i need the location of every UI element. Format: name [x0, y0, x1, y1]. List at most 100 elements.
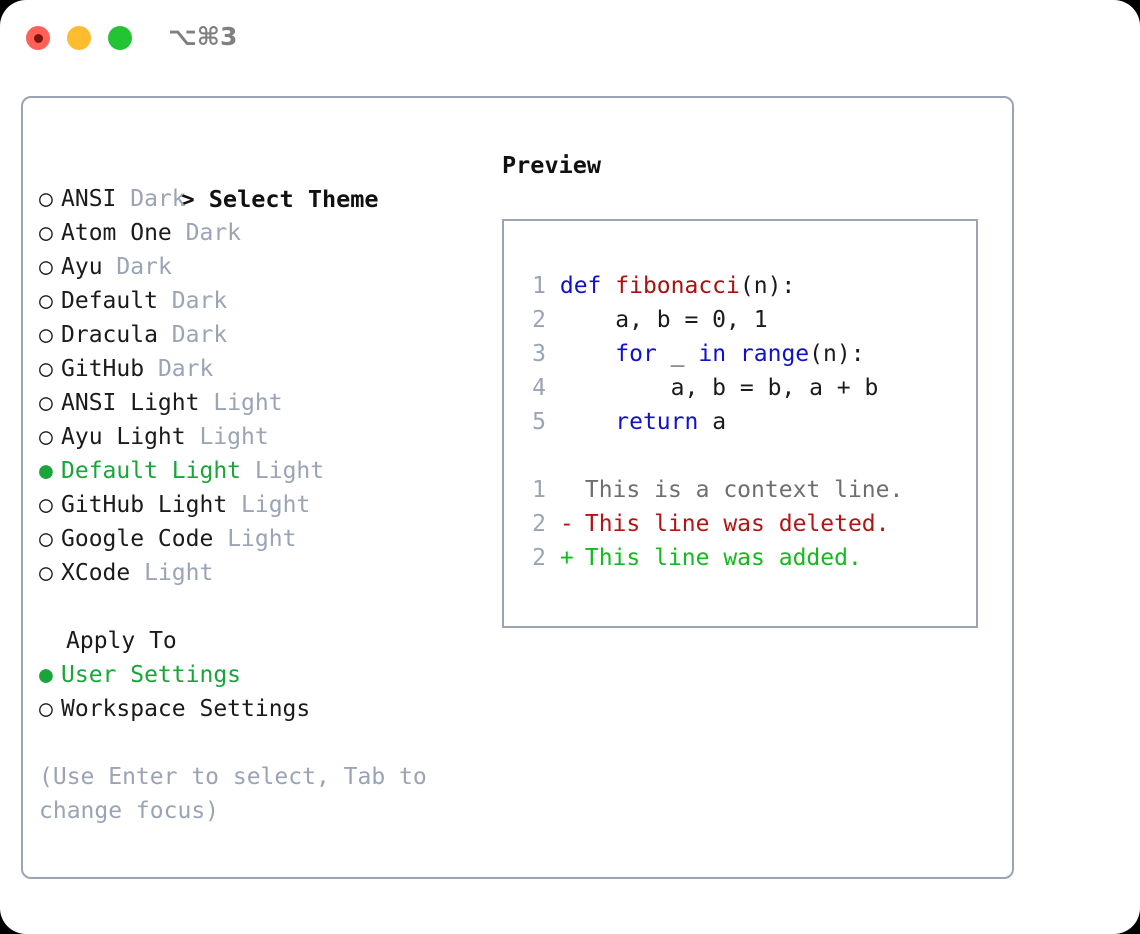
diff-text: This line was deleted.: [584, 511, 890, 537]
maximize-button[interactable]: [108, 26, 132, 50]
diff-gutter-gap: [546, 511, 560, 537]
apply-to-label: User Settings: [61, 662, 242, 688]
code-token: [726, 341, 740, 367]
code-token: [560, 341, 615, 367]
diff-line-add: 2 + This line was added.: [521, 541, 970, 575]
gutter-gap: [546, 409, 560, 435]
theme-name: Atom One: [61, 220, 172, 246]
radio-unselected-icon: ○: [39, 220, 67, 246]
theme-variant-badge: Dark: [157, 356, 214, 382]
diff-line-number: 2: [532, 545, 546, 571]
theme-gap: [103, 254, 117, 280]
gutter-gap: [546, 341, 560, 367]
theme-name: Default Light: [61, 458, 242, 484]
radio-selected-icon: ●: [39, 458, 67, 484]
theme-variant-badge: Light: [227, 526, 297, 552]
code-token: for: [615, 341, 657, 367]
theme-option-ayu-light[interactable]: ○ Ayu Light Light: [39, 420, 489, 454]
minimize-button[interactable]: [67, 26, 91, 50]
traffic-lights: [26, 26, 132, 50]
window-title: ⌥⌘3: [168, 22, 238, 51]
radio-unselected-icon: ○: [39, 390, 67, 416]
theme-option-ansi[interactable]: ○ ANSI Dark: [39, 182, 489, 216]
select-theme-label: Select Theme: [208, 185, 379, 213]
code-token: return: [615, 409, 699, 435]
theme-name: Ayu Light: [61, 424, 186, 450]
radio-unselected-icon: ○: [39, 526, 67, 552]
theme-variant-badge: Light: [144, 560, 214, 586]
apply-to-option-workspace-settings[interactable]: ○ Workspace Settings: [39, 692, 489, 726]
preview-title: Preview: [502, 151, 602, 179]
radio-unselected-icon: ○: [39, 322, 67, 348]
gutter-gap: [546, 273, 560, 299]
theme-option-xcode[interactable]: ○ XCode Light: [39, 556, 489, 590]
diff-text: This is a context line.: [584, 477, 904, 503]
code-token: (n):: [739, 273, 796, 299]
theme-option-google-code[interactable]: ○ Google Code Light: [39, 522, 489, 556]
theme-option-dracula[interactable]: ○ Dracula Dark: [39, 318, 489, 352]
theme-variant-badge: Light: [241, 492, 311, 518]
radio-unselected-icon: ○: [39, 288, 67, 314]
code-line: 1 def fibonacci(n):: [521, 269, 970, 303]
apply-to-label: Workspace Settings: [61, 696, 311, 722]
radio-unselected-icon: ○: [39, 424, 67, 450]
close-button[interactable]: [26, 26, 50, 50]
theme-gap: [241, 458, 255, 484]
theme-name: ANSI: [61, 186, 117, 212]
theme-option-github[interactable]: ○ GitHub Dark: [39, 352, 489, 386]
apply-to-heading: Apply To: [66, 628, 177, 654]
line-number: 5: [532, 409, 546, 435]
apply-to-list: ● User Settings○ Workspace Settings: [39, 658, 489, 726]
select-theme-heading: > Select Theme: [39, 148, 489, 213]
theme-variant-badge: Dark: [116, 254, 172, 280]
diff-line-ctx: 1 This is a context line.: [521, 473, 970, 507]
theme-option-ayu[interactable]: ○ Ayu Dark: [39, 250, 489, 284]
diff-text: This line was added.: [584, 545, 862, 571]
theme-gap: [172, 220, 186, 246]
theme-gap: [199, 390, 213, 416]
theme-gap: [158, 322, 172, 348]
list-spacer: [39, 590, 489, 624]
diff-line-del: 2 - This line was deleted.: [521, 507, 970, 541]
theme-name: GitHub: [61, 356, 145, 382]
theme-list: ○ ANSI Dark○ Atom One Dark○ Ayu Dark○ De…: [39, 182, 489, 590]
code-token: (n):: [809, 341, 865, 367]
code-line: 5 return a: [521, 405, 970, 439]
gutter-gap: [546, 307, 560, 333]
radio-unselected-icon: ○: [39, 186, 67, 212]
theme-option-default[interactable]: ○ Default Dark: [39, 284, 489, 318]
theme-picker-panel: > Select Theme ○ ANSI Dark○ Atom One Dar…: [21, 96, 1014, 879]
theme-variant-badge: Light: [254, 458, 325, 484]
radio-unselected-icon: ○: [39, 560, 67, 586]
radio-unselected-icon: ○: [39, 356, 67, 382]
theme-name: Default: [61, 288, 158, 314]
radio-unselected-icon: ○: [39, 696, 67, 722]
theme-option-atom-one[interactable]: ○ Atom One Dark: [39, 216, 489, 250]
theme-name: GitHub Light: [61, 492, 228, 518]
apply-to-option-user-settings[interactable]: ● User Settings: [39, 658, 489, 692]
theme-variant-badge: Light: [213, 390, 283, 416]
theme-variant-badge: Dark: [185, 220, 242, 246]
code-line: 4 a, b = b, a + b: [521, 371, 970, 405]
radio-unselected-icon: ○: [39, 492, 67, 518]
theme-name: ANSI Light: [61, 390, 200, 416]
code-token: def: [559, 273, 616, 299]
theme-variant-badge: Dark: [171, 288, 228, 314]
theme-option-github-light[interactable]: ○ GitHub Light Light: [39, 488, 489, 522]
theme-gap: [144, 356, 158, 382]
code-token: a: [698, 409, 727, 435]
line-number: 4: [532, 375, 546, 401]
code-token: a, b = 0, 1: [559, 307, 768, 333]
gutter-gap: [546, 375, 560, 401]
code-token: fibonacci: [615, 273, 740, 299]
prompt-caret: >: [180, 185, 209, 213]
line-number: 3: [532, 341, 546, 367]
theme-option-default-light[interactable]: ● Default Light Light: [39, 454, 489, 488]
radio-unselected-icon: ○: [39, 254, 67, 280]
code-token: _: [656, 341, 699, 367]
theme-variant-badge: Dark: [130, 186, 186, 212]
theme-option-ansi-light[interactable]: ○ ANSI Light Light: [39, 386, 489, 420]
theme-variant-badge: Dark: [171, 322, 228, 348]
